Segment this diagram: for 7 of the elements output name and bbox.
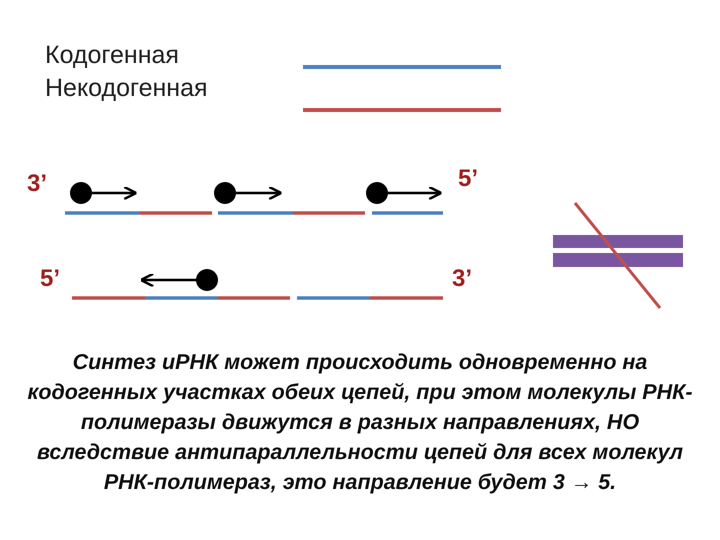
legend-label: Кодогенная [45, 41, 179, 70]
strand-end-label: 3’ [452, 265, 472, 293]
caption-text: Синтез иРНК может происходить одновременно на кодогенных участках обеих цепей, при этом молекулы РНК-полимеразы движутся в разных направлениях, НО вследствие антипараллельности цепей для всех молекул РНК-полимераз, это направление будет 3 → 5. [26, 349, 694, 496]
strand-end-label: 3’ [27, 170, 48, 198]
strand-end-label: 5’ [458, 165, 478, 193]
legend-label: Некодогенная [45, 74, 208, 103]
strand-end-label: 5’ [40, 265, 60, 293]
